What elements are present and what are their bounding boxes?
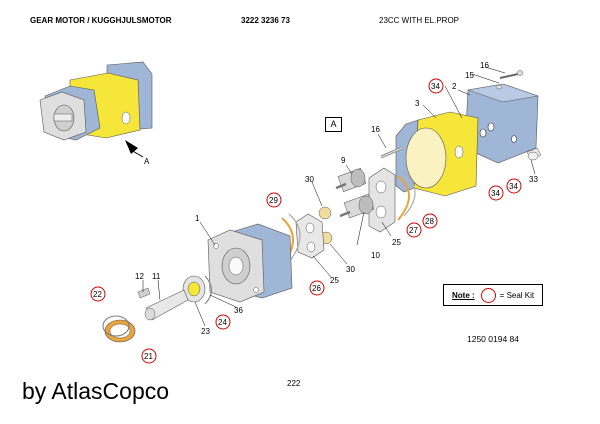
callout-34-mid: 34 — [491, 189, 500, 198]
callout-23: 23 — [201, 327, 210, 336]
drawing-title: GEAR MOTOR / KUGGHJULSMOTOR — [30, 16, 172, 25]
seal-ring-assembly — [102, 315, 136, 343]
note-label: Note : — [452, 290, 475, 300]
callout-25-front: 25 — [330, 276, 339, 285]
callout-3: 3 — [415, 99, 420, 108]
callout-2: 2 — [452, 82, 457, 91]
note-text: = Seal Kit — [499, 290, 535, 300]
callout-16-bolt: 16 — [480, 61, 489, 70]
callout-1: 1 — [195, 214, 200, 223]
callout-16-pin: 16 — [371, 125, 380, 134]
dowel-pin — [380, 146, 403, 159]
part-number: 3222 3236 73 — [241, 16, 290, 25]
brand-caption: by AtlasCopco — [22, 378, 170, 404]
seal-kit-note: Note : = Seal Kit — [443, 284, 543, 306]
seal-kit-ring-icon — [480, 287, 496, 303]
callout-30-top: 30 — [305, 175, 314, 184]
callout-15: 15 — [465, 71, 474, 80]
callout-27: 27 — [409, 226, 418, 235]
callout-34-right: 34 — [509, 182, 518, 191]
bolt-top — [495, 70, 524, 90]
page-number: 222 — [287, 379, 301, 388]
model-description: 23CC WITH EL.PROP — [379, 16, 460, 25]
callout-26: 26 — [312, 284, 321, 293]
plug — [526, 147, 542, 161]
overview-arrow-label: A — [144, 157, 150, 166]
callout-36: 36 — [234, 306, 243, 315]
callout-21: 21 — [144, 352, 153, 361]
callout-33: 33 — [529, 175, 538, 184]
rear-housing — [464, 83, 539, 164]
callout-29: 29 — [269, 196, 278, 205]
overview-assembly — [39, 61, 153, 158]
callout-labels: 1 2 3 9 10 11 12 15 16 16 23 25 25 30 30… — [135, 61, 538, 336]
callout-11: 11 — [152, 272, 161, 281]
leader-lines — [142, 66, 536, 327]
seal-kit-callouts: 34 34 34 28 27 29 26 24 22 21 — [90, 78, 522, 364]
callout-30-bottom: 30 — [346, 265, 355, 274]
front-bearing-plate — [281, 213, 325, 267]
callout-28: 28 — [425, 217, 434, 226]
callout-34-top: 34 — [431, 82, 440, 91]
document-number: 1250 0194 84 — [467, 334, 519, 344]
callout-24: 24 — [218, 318, 227, 327]
gear-housing — [395, 111, 479, 197]
callout-10: 10 — [371, 251, 380, 260]
callout-22: 22 — [93, 290, 102, 299]
shaft-seal — [182, 275, 213, 305]
drive-shaft — [137, 287, 189, 321]
callout-12: 12 — [135, 272, 144, 281]
gear-pair — [335, 168, 375, 219]
callout-25-rear: 25 — [392, 238, 401, 247]
bearing-plate — [368, 167, 416, 233]
front-housing — [207, 223, 293, 303]
callout-9: 9 — [341, 156, 346, 165]
view-label-box: A — [325, 117, 342, 132]
